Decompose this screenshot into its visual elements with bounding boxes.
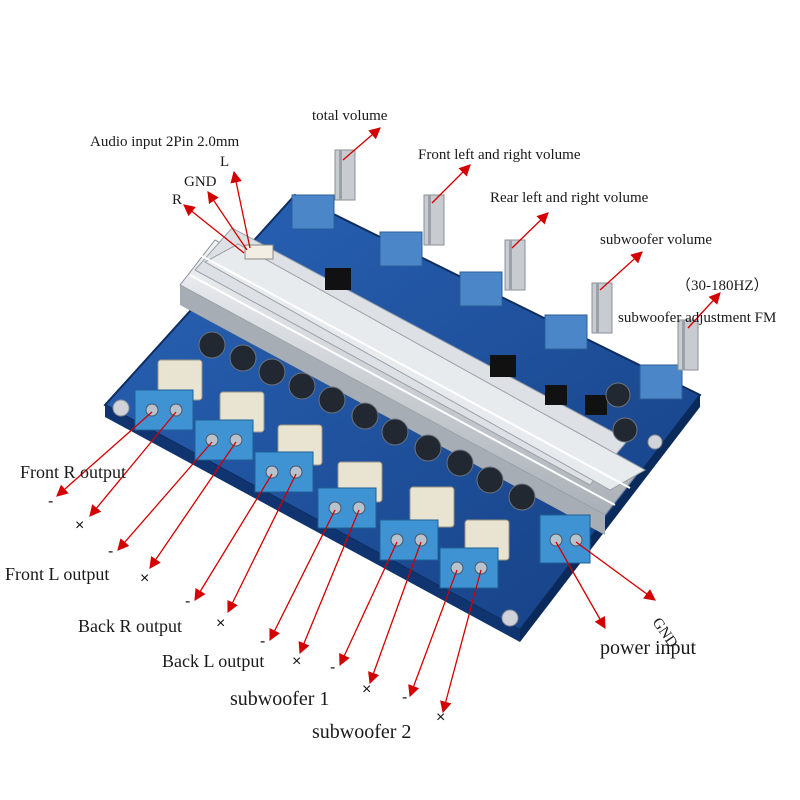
subwoofer-2-plus: ×: [436, 709, 445, 726]
label-power-input: power input: [600, 637, 697, 659]
pot-front-volume: [379, 194, 445, 267]
label-total-volume: total volume: [312, 108, 388, 124]
front-r-minus: -: [48, 493, 53, 510]
capacitors: [198, 331, 638, 511]
label-front-l-output: Front L output: [5, 564, 109, 584]
label-freq-range: （30-180HZ）: [676, 277, 769, 294]
label-subwoofer-fm: subwoofer adjustment FM: [618, 310, 776, 326]
label-back-r-output: Back R output: [78, 616, 182, 636]
back-r-minus: -: [185, 593, 190, 610]
output-terminals: [134, 389, 499, 589]
label-front-r-output: Front R output: [20, 462, 126, 482]
back-r-plus: ×: [216, 615, 225, 632]
pot-subwoofer-fm: [639, 319, 699, 400]
label-front-lr-volume: Front left and right volume: [418, 147, 581, 163]
audio-input-connector: [244, 244, 274, 260]
pot-total-volume: [291, 149, 356, 230]
label-subwoofer-1: subwoofer 1: [230, 688, 329, 710]
label-rear-lr-volume: Rear left and right volume: [490, 190, 649, 206]
terminal-screws: [145, 403, 488, 575]
back-l-minus: -: [260, 633, 265, 650]
pot-subwoofer-volume: [544, 282, 613, 350]
front-r-plus: ×: [75, 517, 84, 534]
subwoofer-2-minus: -: [402, 689, 407, 706]
subwoofer-1-minus: -: [330, 659, 335, 676]
label-audio-input: Audio input 2Pin 2.0mm: [90, 134, 240, 150]
label-subwoofer-2: subwoofer 2: [312, 721, 411, 743]
label-pin-l: L: [220, 154, 229, 170]
front-l-minus: -: [108, 543, 113, 560]
label-pin-r: R: [172, 192, 182, 208]
power-terminal: [539, 514, 591, 564]
label-back-l-output: Back L output: [162, 651, 264, 671]
subwoofer-1-plus: ×: [362, 681, 371, 698]
front-l-plus: ×: [140, 570, 149, 587]
ic-chips: [325, 268, 607, 415]
back-l-plus: ×: [292, 653, 301, 670]
pot-rear-volume: [459, 239, 526, 307]
label-subwoofer-volume: subwoofer volume: [600, 232, 712, 248]
label-pin-gnd: GND: [184, 174, 217, 190]
callout-arrows: [56, 127, 721, 714]
potentiometers: [291, 149, 699, 400]
